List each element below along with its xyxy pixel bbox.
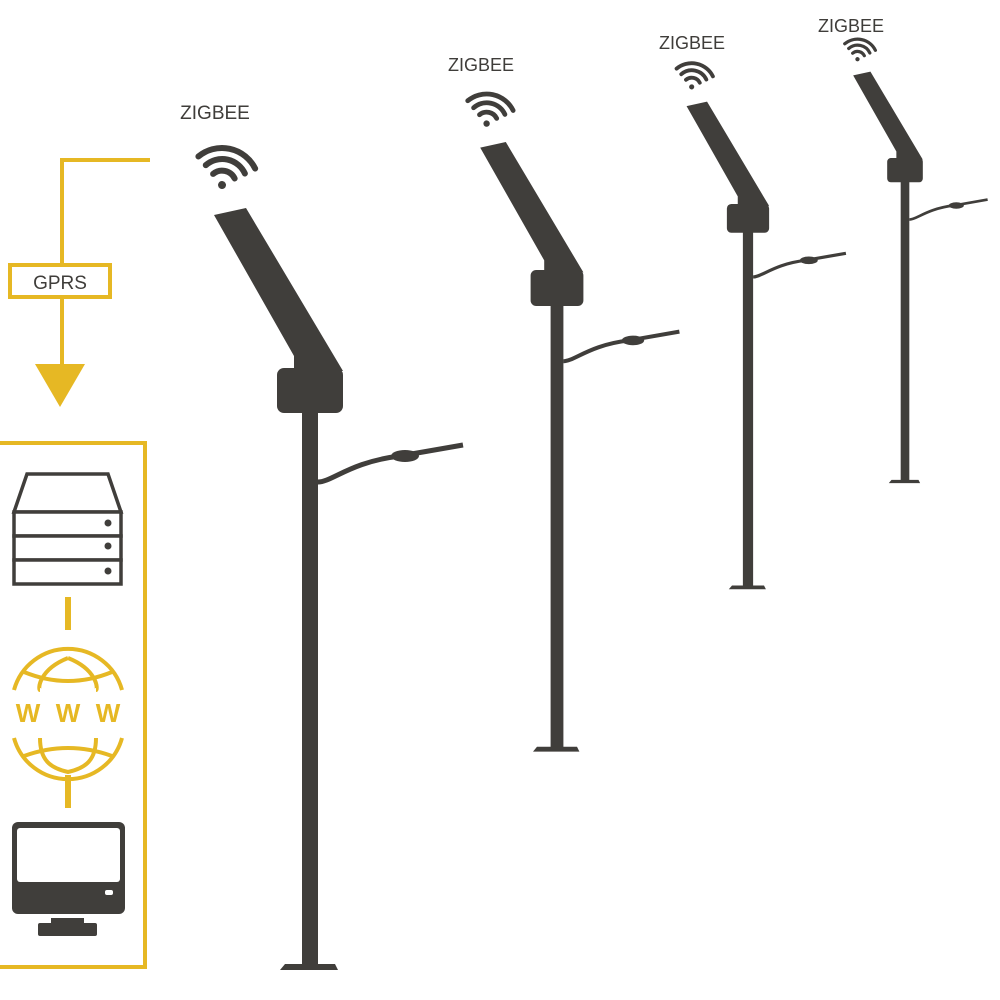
zigbee-label: ZIGBEE — [659, 33, 725, 53]
gprs-connector — [60, 158, 150, 366]
backend-panel — [0, 441, 147, 969]
www-letter: W — [96, 698, 121, 728]
arrow-down-icon — [35, 364, 85, 407]
www-letter: W — [16, 698, 41, 728]
gprs-label: GPRS — [33, 273, 87, 294]
zigbee-label: ZIGBEE — [448, 55, 514, 75]
street-light-3 — [671, 57, 848, 591]
wifi-icon — [671, 57, 717, 96]
monitor-icon — [12, 822, 125, 936]
zigbee-label: ZIGBEE — [180, 103, 250, 124]
server-icon — [11, 472, 124, 586]
street-light-4 — [840, 34, 989, 485]
wifi-icon — [463, 90, 515, 132]
gprs-box — [8, 263, 112, 299]
www-letter: W — [56, 698, 81, 728]
wifi-icon — [193, 143, 258, 195]
globe-www-icon — [12, 646, 124, 782]
wifi-icon — [840, 34, 879, 67]
zigbee-label: ZIGBEE — [818, 16, 884, 36]
street-light-1 — [193, 143, 463, 970]
street-light-2 — [463, 90, 679, 752]
